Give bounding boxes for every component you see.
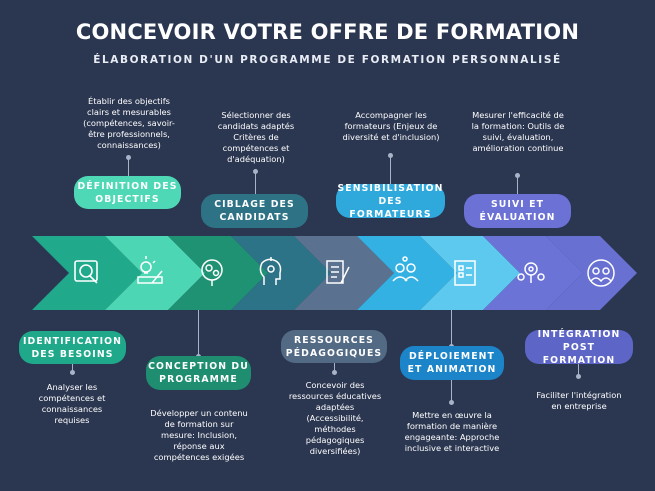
target-people-icon <box>517 262 545 283</box>
stem-definition <box>126 155 131 176</box>
stem-ressources <box>332 362 337 375</box>
pencil-lightbulb-icon <box>137 256 163 284</box>
magnifier-icon <box>74 260 98 284</box>
team-circle-icon <box>587 259 615 287</box>
stem-deploiement <box>449 310 454 349</box>
stem-ciblage <box>253 169 258 194</box>
people-gear-icon <box>392 256 419 282</box>
stem-deploiement-2 <box>449 380 454 405</box>
stem-sensibilisation <box>388 153 393 184</box>
brain-gears-icon <box>201 259 223 286</box>
head-lightbulb-icon <box>259 257 282 285</box>
checklist-icon <box>454 260 476 286</box>
stem-integration <box>576 364 581 379</box>
page-title: CONCEVOIR VOTRE OFFRE DE FORMATION <box>75 20 580 44</box>
stem-suivi <box>515 173 520 194</box>
stem-identification <box>70 364 75 375</box>
page-subtitle: ÉLABORATION D'UN PROGRAMME DE FORMATION … <box>93 54 562 66</box>
stem-conception <box>196 310 201 359</box>
document-pen-icon <box>326 260 350 284</box>
